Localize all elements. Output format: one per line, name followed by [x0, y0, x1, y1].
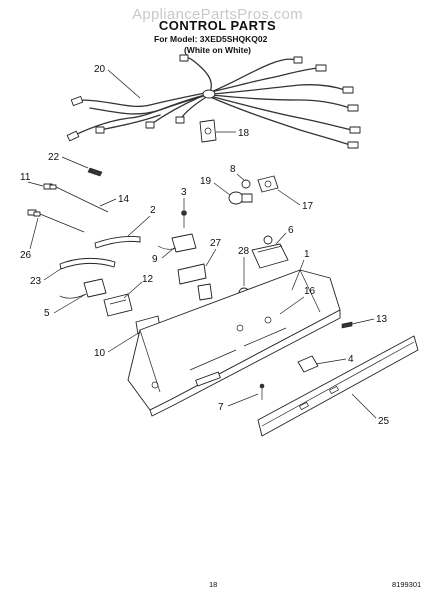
- svg-text:4: 4: [348, 354, 354, 365]
- document-number: 8199301: [392, 580, 422, 589]
- control-housing-part: [127, 269, 341, 417]
- svg-text:11: 11: [20, 172, 31, 183]
- svg-text:28: 28: [238, 246, 250, 257]
- svg-text:16: 16: [304, 286, 316, 297]
- bracket-part: [103, 293, 133, 317]
- callout-19: 19: [200, 176, 231, 196]
- svg-text:26: 26: [20, 250, 32, 261]
- lamp-socket-part: [257, 175, 279, 193]
- svg-text:25: 25: [378, 416, 390, 427]
- svg-text:2: 2: [150, 205, 156, 216]
- variant-line: (White on White): [183, 45, 252, 55]
- clip-part: [199, 119, 217, 143]
- page-number: 18: [209, 580, 218, 589]
- watermark: AppliancePartsPros.com: [132, 6, 303, 23]
- svg-text:13: 13: [376, 314, 388, 325]
- screw-part: [87, 167, 103, 177]
- svg-text:18: 18: [238, 128, 250, 139]
- wiring-harness: [66, 54, 361, 149]
- screw-part-bottom: [259, 383, 265, 400]
- callout-8: 8: [230, 164, 245, 181]
- callout-9: 9: [152, 247, 175, 265]
- svg-text:7: 7: [218, 402, 224, 413]
- callout-14: 14: [99, 194, 130, 207]
- svg-text:14: 14: [118, 194, 130, 205]
- bracket-part-upper: [177, 263, 213, 301]
- svg-text:10: 10: [94, 348, 106, 359]
- page-title: CONTROL PARTS: [158, 18, 277, 33]
- callout-23: 23: [30, 267, 63, 287]
- callout-5: 5: [44, 293, 87, 319]
- svg-text:8: 8: [230, 164, 236, 175]
- callout-25: 25: [351, 393, 390, 427]
- nut-part: [241, 179, 251, 189]
- callout-28: 28: [238, 246, 250, 286]
- callout-12: 12: [123, 274, 154, 299]
- callout-16: 16: [279, 286, 316, 315]
- svg-text:1: 1: [304, 249, 310, 260]
- thermostat-part: [251, 235, 289, 269]
- bracket-part-right: [297, 355, 319, 373]
- callout-2: 2: [127, 205, 156, 237]
- svg-text:23: 23: [30, 276, 42, 287]
- callout-26: 26: [20, 217, 39, 261]
- callout-13: 13: [351, 314, 388, 325]
- svg-text:17: 17: [302, 201, 314, 212]
- screw-part-upper: [181, 210, 187, 228]
- callout-22: 22: [48, 152, 89, 169]
- callout-11: 11: [20, 172, 44, 187]
- svg-text:12: 12: [142, 274, 154, 285]
- callout-6: 6: [275, 225, 294, 245]
- callout-4: 4: [315, 354, 354, 365]
- control-panel-strip-part: [257, 335, 419, 437]
- svg-text:6: 6: [288, 225, 294, 236]
- tube-part-lower: [59, 257, 116, 270]
- callout-3: 3: [181, 187, 187, 210]
- svg-text:20: 20: [94, 64, 106, 75]
- light-bulb-part: [228, 191, 253, 205]
- svg-text:9: 9: [152, 254, 158, 265]
- callout-10: 10: [94, 331, 141, 359]
- callout-20: 20: [94, 64, 141, 99]
- sensor-probes: [27, 183, 109, 233]
- callout-27: 27: [205, 238, 222, 267]
- tube-part: [94, 235, 141, 249]
- model-line: For Model: 3XED5SHQKQ02: [154, 34, 268, 44]
- svg-text:5: 5: [44, 308, 50, 319]
- switch-part: [157, 233, 197, 253]
- svg-text:22: 22: [48, 152, 60, 163]
- callout-18: 18: [216, 128, 250, 139]
- switch-part-lower: [59, 278, 107, 299]
- svg-text:27: 27: [210, 238, 222, 249]
- svg-text:19: 19: [200, 176, 212, 187]
- callout-7: 7: [218, 393, 259, 413]
- screw-part-right: [341, 321, 353, 329]
- callout-17: 17: [277, 189, 314, 212]
- svg-text:3: 3: [181, 187, 187, 198]
- callout-1: 1: [291, 249, 310, 291]
